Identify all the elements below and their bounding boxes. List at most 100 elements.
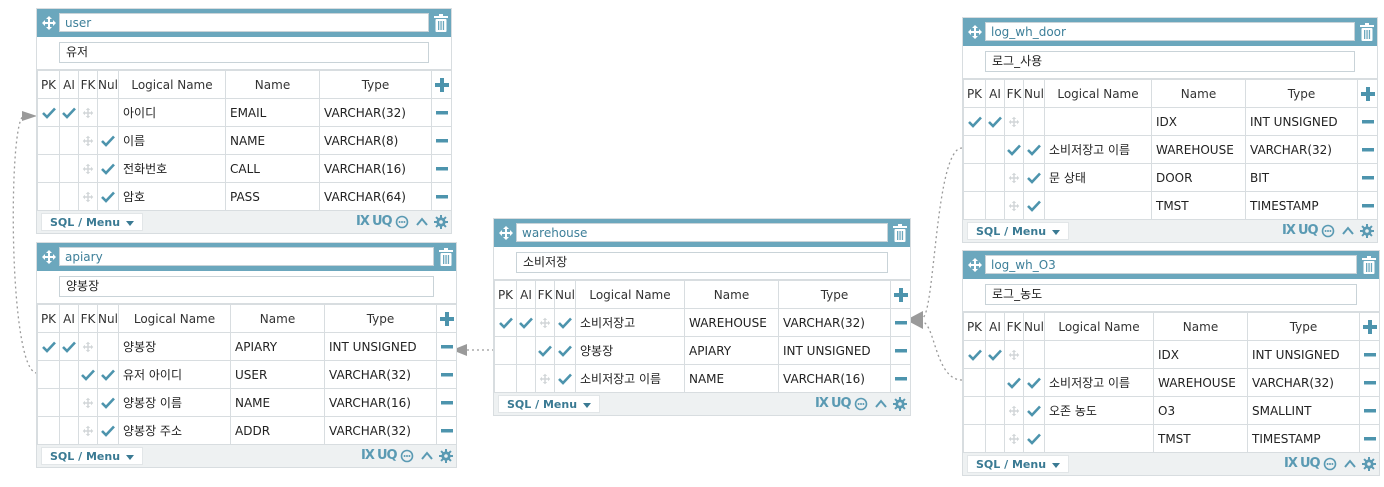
- fk-drag-icon[interactable]: [1006, 172, 1023, 184]
- column-name-cell[interactable]: CALL: [225, 154, 320, 183]
- fk-drag-icon[interactable]: [537, 373, 554, 385]
- logical-name-cell[interactable]: [1044, 191, 1152, 220]
- fk-toggle[interactable]: [1004, 107, 1024, 136]
- fk-toggle[interactable]: [78, 388, 98, 417]
- logical-name-cell[interactable]: 양봉장: [575, 336, 685, 365]
- table-logical-name-input[interactable]: 유저: [59, 42, 429, 63]
- table-name-input[interactable]: apiary: [59, 247, 434, 266]
- fk-toggle[interactable]: [78, 154, 98, 183]
- column-type-cell[interactable]: VARCHAR(32): [1245, 135, 1358, 164]
- trash-icon[interactable]: [438, 248, 454, 266]
- pk-toggle[interactable]: [37, 126, 60, 155]
- null-toggle[interactable]: [97, 126, 119, 155]
- remove-column-button[interactable]: [1359, 424, 1380, 453]
- fk-toggle[interactable]: [1004, 163, 1024, 192]
- fk-drag-icon[interactable]: [1006, 116, 1023, 128]
- remove-column-button[interactable]: [1357, 163, 1378, 192]
- ai-toggle[interactable]: [985, 340, 1005, 369]
- column-type-cell[interactable]: VARCHAR(32): [319, 98, 432, 127]
- column-name-cell[interactable]: O3: [1153, 396, 1248, 425]
- move-icon[interactable]: [498, 225, 514, 241]
- add-column-button[interactable]: [431, 70, 452, 99]
- table-logical-name-input[interactable]: 소비저장: [516, 252, 888, 273]
- null-toggle[interactable]: [554, 364, 576, 393]
- logical-name-cell[interactable]: 아이디: [118, 98, 226, 127]
- collapse-up-icon[interactable]: [1341, 224, 1355, 238]
- minus-icon[interactable]: [438, 428, 456, 433]
- pk-toggle[interactable]: [37, 154, 60, 183]
- remove-column-button[interactable]: [436, 332, 457, 361]
- remove-column-button[interactable]: [890, 308, 911, 337]
- logical-name-cell[interactable]: 소비저장고 이름: [575, 364, 685, 393]
- ai-toggle[interactable]: [59, 388, 79, 417]
- column-type-cell[interactable]: TIMESTAMP: [1247, 424, 1360, 453]
- fk-toggle[interactable]: [78, 98, 98, 127]
- column-name-cell[interactable]: APIARY: [684, 336, 779, 365]
- remove-column-button[interactable]: [1357, 107, 1378, 136]
- fk-toggle[interactable]: [535, 336, 555, 365]
- index-button[interactable]: IX: [1284, 456, 1298, 471]
- add-column-button[interactable]: [1359, 312, 1380, 341]
- pk-toggle[interactable]: [494, 364, 517, 393]
- collapse-up-icon[interactable]: [874, 397, 888, 411]
- column-type-cell[interactable]: SMALLINT: [1247, 396, 1360, 425]
- column-type-cell[interactable]: VARCHAR(32): [324, 360, 437, 389]
- ai-toggle[interactable]: [59, 416, 79, 445]
- minus-icon[interactable]: [433, 166, 451, 171]
- column-type-cell[interactable]: VARCHAR(16): [319, 154, 432, 183]
- null-toggle[interactable]: [97, 416, 119, 445]
- column-type-cell[interactable]: VARCHAR(64): [319, 182, 432, 211]
- column-type-cell[interactable]: VARCHAR(16): [778, 364, 891, 393]
- column-type-cell[interactable]: VARCHAR(32): [1247, 368, 1360, 397]
- pk-toggle[interactable]: [37, 332, 60, 361]
- column-name-cell[interactable]: TMST: [1151, 191, 1246, 220]
- null-toggle[interactable]: [1023, 340, 1045, 369]
- column-type-cell[interactable]: VARCHAR(8): [319, 126, 432, 155]
- minus-icon[interactable]: [1359, 203, 1377, 208]
- null-toggle[interactable]: [554, 336, 576, 365]
- fk-drag-icon[interactable]: [80, 397, 97, 409]
- remove-column-button[interactable]: [1357, 135, 1378, 164]
- remove-column-button[interactable]: [890, 364, 911, 393]
- logical-name-cell[interactable]: 전화번호: [118, 154, 226, 183]
- ai-toggle[interactable]: [516, 336, 536, 365]
- logical-name-cell[interactable]: 유저 아이디: [118, 360, 231, 389]
- logical-name-cell[interactable]: 오존 농도: [1044, 396, 1154, 425]
- remove-column-button[interactable]: [1359, 368, 1380, 397]
- minus-icon[interactable]: [433, 110, 451, 115]
- fk-drag-icon[interactable]: [537, 317, 554, 329]
- ai-toggle[interactable]: [516, 364, 536, 393]
- column-type-cell[interactable]: VARCHAR(16): [324, 388, 437, 417]
- pk-toggle[interactable]: [494, 336, 517, 365]
- minus-icon[interactable]: [1359, 119, 1377, 124]
- column-name-cell[interactable]: WAREHOUSE: [1153, 368, 1248, 397]
- fk-drag-icon[interactable]: [80, 191, 97, 203]
- column-type-cell[interactable]: INT UNSIGNED: [324, 332, 437, 361]
- gear-icon[interactable]: [439, 449, 453, 463]
- table-logical-name-input[interactable]: 로그_사용: [985, 51, 1355, 72]
- column-name-cell[interactable]: WAREHOUSE: [1151, 135, 1246, 164]
- remove-column-button[interactable]: [431, 154, 452, 183]
- column-name-cell[interactable]: NAME: [684, 364, 779, 393]
- sql-menu-button[interactable]: SQL / Menu: [41, 447, 144, 465]
- fk-drag-icon[interactable]: [80, 341, 97, 353]
- column-type-cell[interactable]: TIMESTAMP: [1245, 191, 1358, 220]
- minus-icon[interactable]: [1361, 408, 1379, 413]
- ai-toggle[interactable]: [516, 308, 536, 337]
- pk-toggle[interactable]: [963, 107, 986, 136]
- remove-column-button[interactable]: [431, 126, 452, 155]
- fk-drag-icon[interactable]: [1006, 433, 1023, 445]
- table-logical-name-input[interactable]: 양봉장: [59, 276, 434, 297]
- fk-toggle[interactable]: [78, 332, 98, 361]
- sql-menu-button[interactable]: SQL / Menu: [967, 455, 1070, 473]
- table-name-input[interactable]: warehouse: [516, 223, 888, 242]
- minus-icon[interactable]: [433, 138, 451, 143]
- minus-icon[interactable]: [892, 320, 910, 325]
- plus-icon[interactable]: [1359, 86, 1377, 101]
- remove-column-button[interactable]: [431, 98, 452, 127]
- table-logical-name-input[interactable]: 로그_농도: [985, 284, 1357, 305]
- minus-icon[interactable]: [892, 348, 910, 353]
- column-name-cell[interactable]: WAREHOUSE: [684, 308, 779, 337]
- trash-icon[interactable]: [892, 224, 908, 242]
- table-apiary[interactable]: apiary양봉장PKAIFKNullLogical NameNameType양…: [36, 242, 457, 468]
